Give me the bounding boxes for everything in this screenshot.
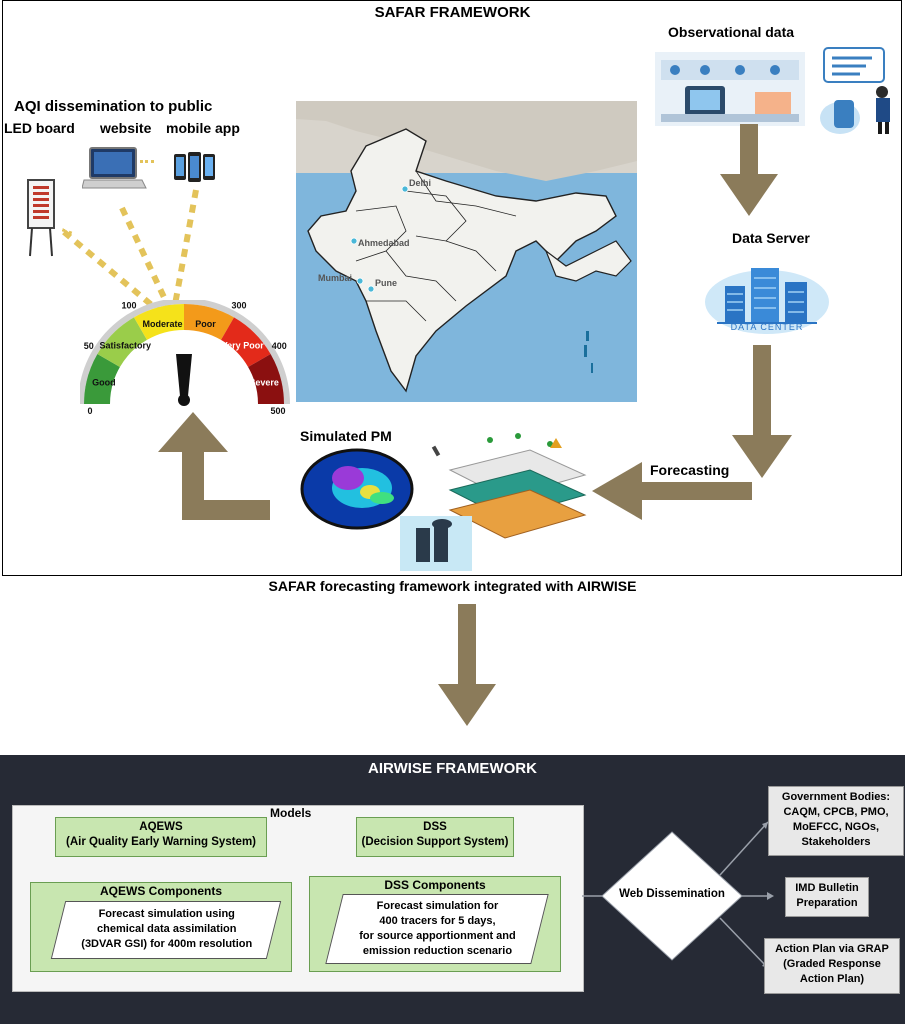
gov-line-2: CAQM, CPCB, PMO,: [783, 806, 889, 818]
signal-dots-laptop: [140, 160, 154, 163]
grap-action-plan-box: Action Plan via GRAP (Graded Response Ac…: [764, 938, 900, 994]
grap-line-1: Action Plan via GRAP: [775, 943, 889, 955]
dss-components-label: DSS Components: [384, 878, 486, 892]
arrow-to-gauge: [158, 412, 270, 520]
dss-component-line-4: emission reduction scenario: [362, 945, 513, 957]
dissemination-title: AQI dissemination to public: [14, 98, 213, 115]
arrow-safar-to-airwise: [438, 604, 496, 726]
data-server-icon: [705, 268, 829, 334]
arrow-server-down: [732, 345, 792, 478]
aqews-component-line-3: (3DVAR GSI) for 400m resolution: [81, 938, 253, 950]
data-server-title: Data Server: [732, 230, 810, 246]
imd-bulletin-box: IMD Bulletin Preparation: [785, 877, 869, 917]
simulated-pm-label: Simulated PM: [300, 428, 392, 444]
gauge-tick-label: 0: [87, 406, 92, 415]
aqews-component-line-2: chemical data assimilation: [97, 923, 237, 935]
aqews-title-box: AQEWS (Air Quality Early Warning System): [55, 817, 267, 857]
gov-line-4: Stakeholders: [801, 836, 871, 848]
grap-line-2: (Graded Response: [783, 958, 881, 970]
laptop-icon: [82, 147, 147, 189]
imd-line-1: IMD Bulletin: [795, 882, 859, 894]
channel-led-board: LED board: [4, 120, 75, 136]
dss-subtitle: (Decision Support System): [361, 836, 509, 848]
dss-component-line-2: 400 tracers for 5 days,: [379, 915, 496, 927]
gauge-category-label: Severe: [249, 378, 279, 388]
models-label: Models: [270, 806, 312, 820]
gauge-segment-3: [184, 304, 234, 340]
gauge-segment-2: [134, 304, 184, 340]
aqews-subtitle: (Air Quality Early Warning System): [65, 836, 256, 848]
mobile-app-icon: [174, 152, 215, 182]
web-dissemination-label: Web Dissemination: [619, 888, 725, 900]
arrow-forecasting-left: [592, 462, 752, 520]
gauge-segment-5: [248, 354, 284, 404]
government-bodies-box: Government Bodies: CAQM, CPCB, PMO, MoEF…: [768, 786, 904, 856]
dss-title-box: DSS (Decision Support System): [356, 817, 514, 857]
safar-title: SAFAR FRAMEWORK: [374, 4, 531, 21]
forecast-layers-icon: [431, 433, 587, 539]
safar-framework-box: [2, 0, 902, 576]
gauge-category-label: Satisfactory: [100, 340, 152, 350]
observational-title: Observational data: [668, 24, 795, 40]
gauge-category-label: Moderate: [143, 319, 183, 329]
gauge-tick-label: 400: [272, 341, 287, 351]
india-map: Delhi Ahmedabad Mumbai Pune: [296, 101, 637, 402]
gov-line-1: Government Bodies:: [781, 791, 891, 803]
gauge-tick-label: 100: [121, 301, 136, 311]
integration-caption: SAFAR forecasting framework integrated w…: [268, 578, 637, 594]
gauge-category-label: Good: [92, 378, 116, 388]
data-center-label: DATA CENTER: [730, 322, 804, 332]
grap-line-3: Action Plan): [799, 973, 865, 985]
gauge-segment-0: [84, 354, 120, 404]
server-rack-icon: [400, 516, 472, 571]
led-board-icon: [27, 179, 55, 257]
signal-lines: [62, 189, 199, 315]
aqews-components-label: AQEWS Components: [100, 884, 222, 898]
map-city-delhi: Delhi: [409, 178, 431, 188]
channel-website: website: [100, 120, 152, 136]
gauge-segment-1: [97, 317, 147, 367]
observational-lab-icon: [655, 52, 805, 126]
dss-components-shape: Forecast simulation for 400 tracers for …: [325, 894, 549, 964]
simulated-pm-image: [300, 448, 414, 530]
airwise-title: AIRWISE FRAMEWORK: [368, 760, 537, 777]
aqews-title: AQEWS: [139, 821, 183, 833]
imd-line-2: Preparation: [796, 897, 858, 909]
arrow-obs-to-server: [720, 124, 778, 216]
gauge-segment-4: [221, 317, 271, 367]
gauge-tick-label: 50: [84, 341, 94, 351]
dss-title: DSS: [423, 821, 447, 833]
dss-component-line-1: Forecast simulation for: [376, 900, 499, 912]
map-city-mumbai: Mumbai: [318, 273, 352, 283]
channel-mobile-app: mobile app: [166, 120, 240, 136]
gov-line-3: MoEFCC, NGOs,: [792, 821, 880, 833]
aqews-component-line-1: Forecast simulation using: [98, 908, 235, 920]
gauge-category-label: Poor: [195, 319, 216, 329]
map-city-ahmedabad: Ahmedabad: [358, 238, 410, 248]
map-city-pune: Pune: [375, 278, 397, 288]
dss-component-line-3: for source apportionment and: [359, 930, 516, 942]
observational-person-icon: [820, 47, 890, 134]
gauge-tick-label: 500: [270, 406, 285, 415]
gauge-tick-label: 300: [231, 301, 246, 311]
gauge-category-label: Very Poor: [222, 340, 265, 350]
aqews-components-shape: Forecast simulation using chemical data …: [50, 901, 282, 959]
forecasting-label: Forecasting: [650, 462, 730, 478]
